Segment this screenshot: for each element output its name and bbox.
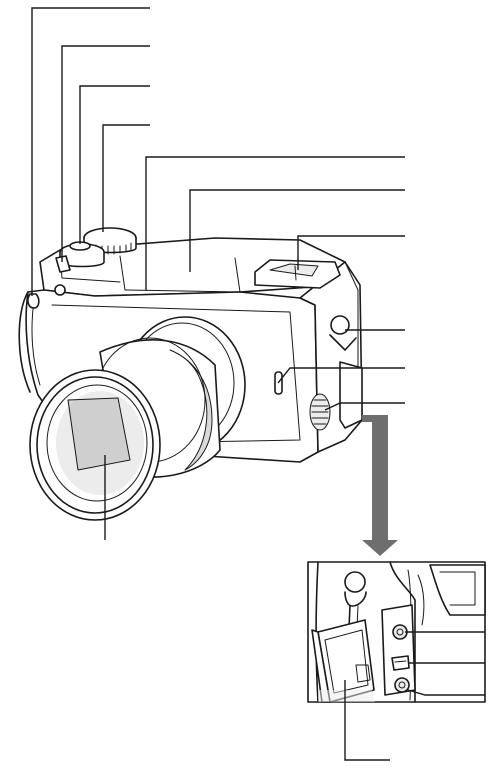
leader-self-timer-lamp (145, 156, 405, 290)
leader-hot-shoe (297, 235, 405, 270)
self-timer-lamp (54, 284, 66, 296)
leader-lines-inset (344, 631, 485, 761)
leader-speaker (324, 402, 405, 411)
dc-in-terminal (394, 677, 410, 693)
speaker (309, 393, 331, 431)
leader-strap-eyelet-left (31, 7, 150, 296)
strap-eyelet-left (27, 293, 40, 309)
leader-lines-top (31, 7, 405, 540)
strap-eyelet-right (329, 315, 357, 351)
leader-dc-in (407, 689, 485, 696)
digital-terminal (391, 655, 410, 671)
leader-terminal-cover (344, 680, 390, 761)
leader-shutter-button (79, 85, 150, 244)
leader-flash (189, 189, 405, 272)
av-out-terminal (392, 624, 408, 640)
hot-shoe (254, 259, 341, 289)
mode-dial (83, 227, 137, 255)
leader-zoom-lever (61, 45, 150, 262)
leader-microphone (277, 367, 405, 384)
terminal-cover-side (339, 361, 363, 429)
shutter-button (59, 241, 105, 268)
callout-arrow (362, 415, 398, 556)
lens (29, 369, 161, 521)
leader-mode-dial (102, 124, 150, 232)
